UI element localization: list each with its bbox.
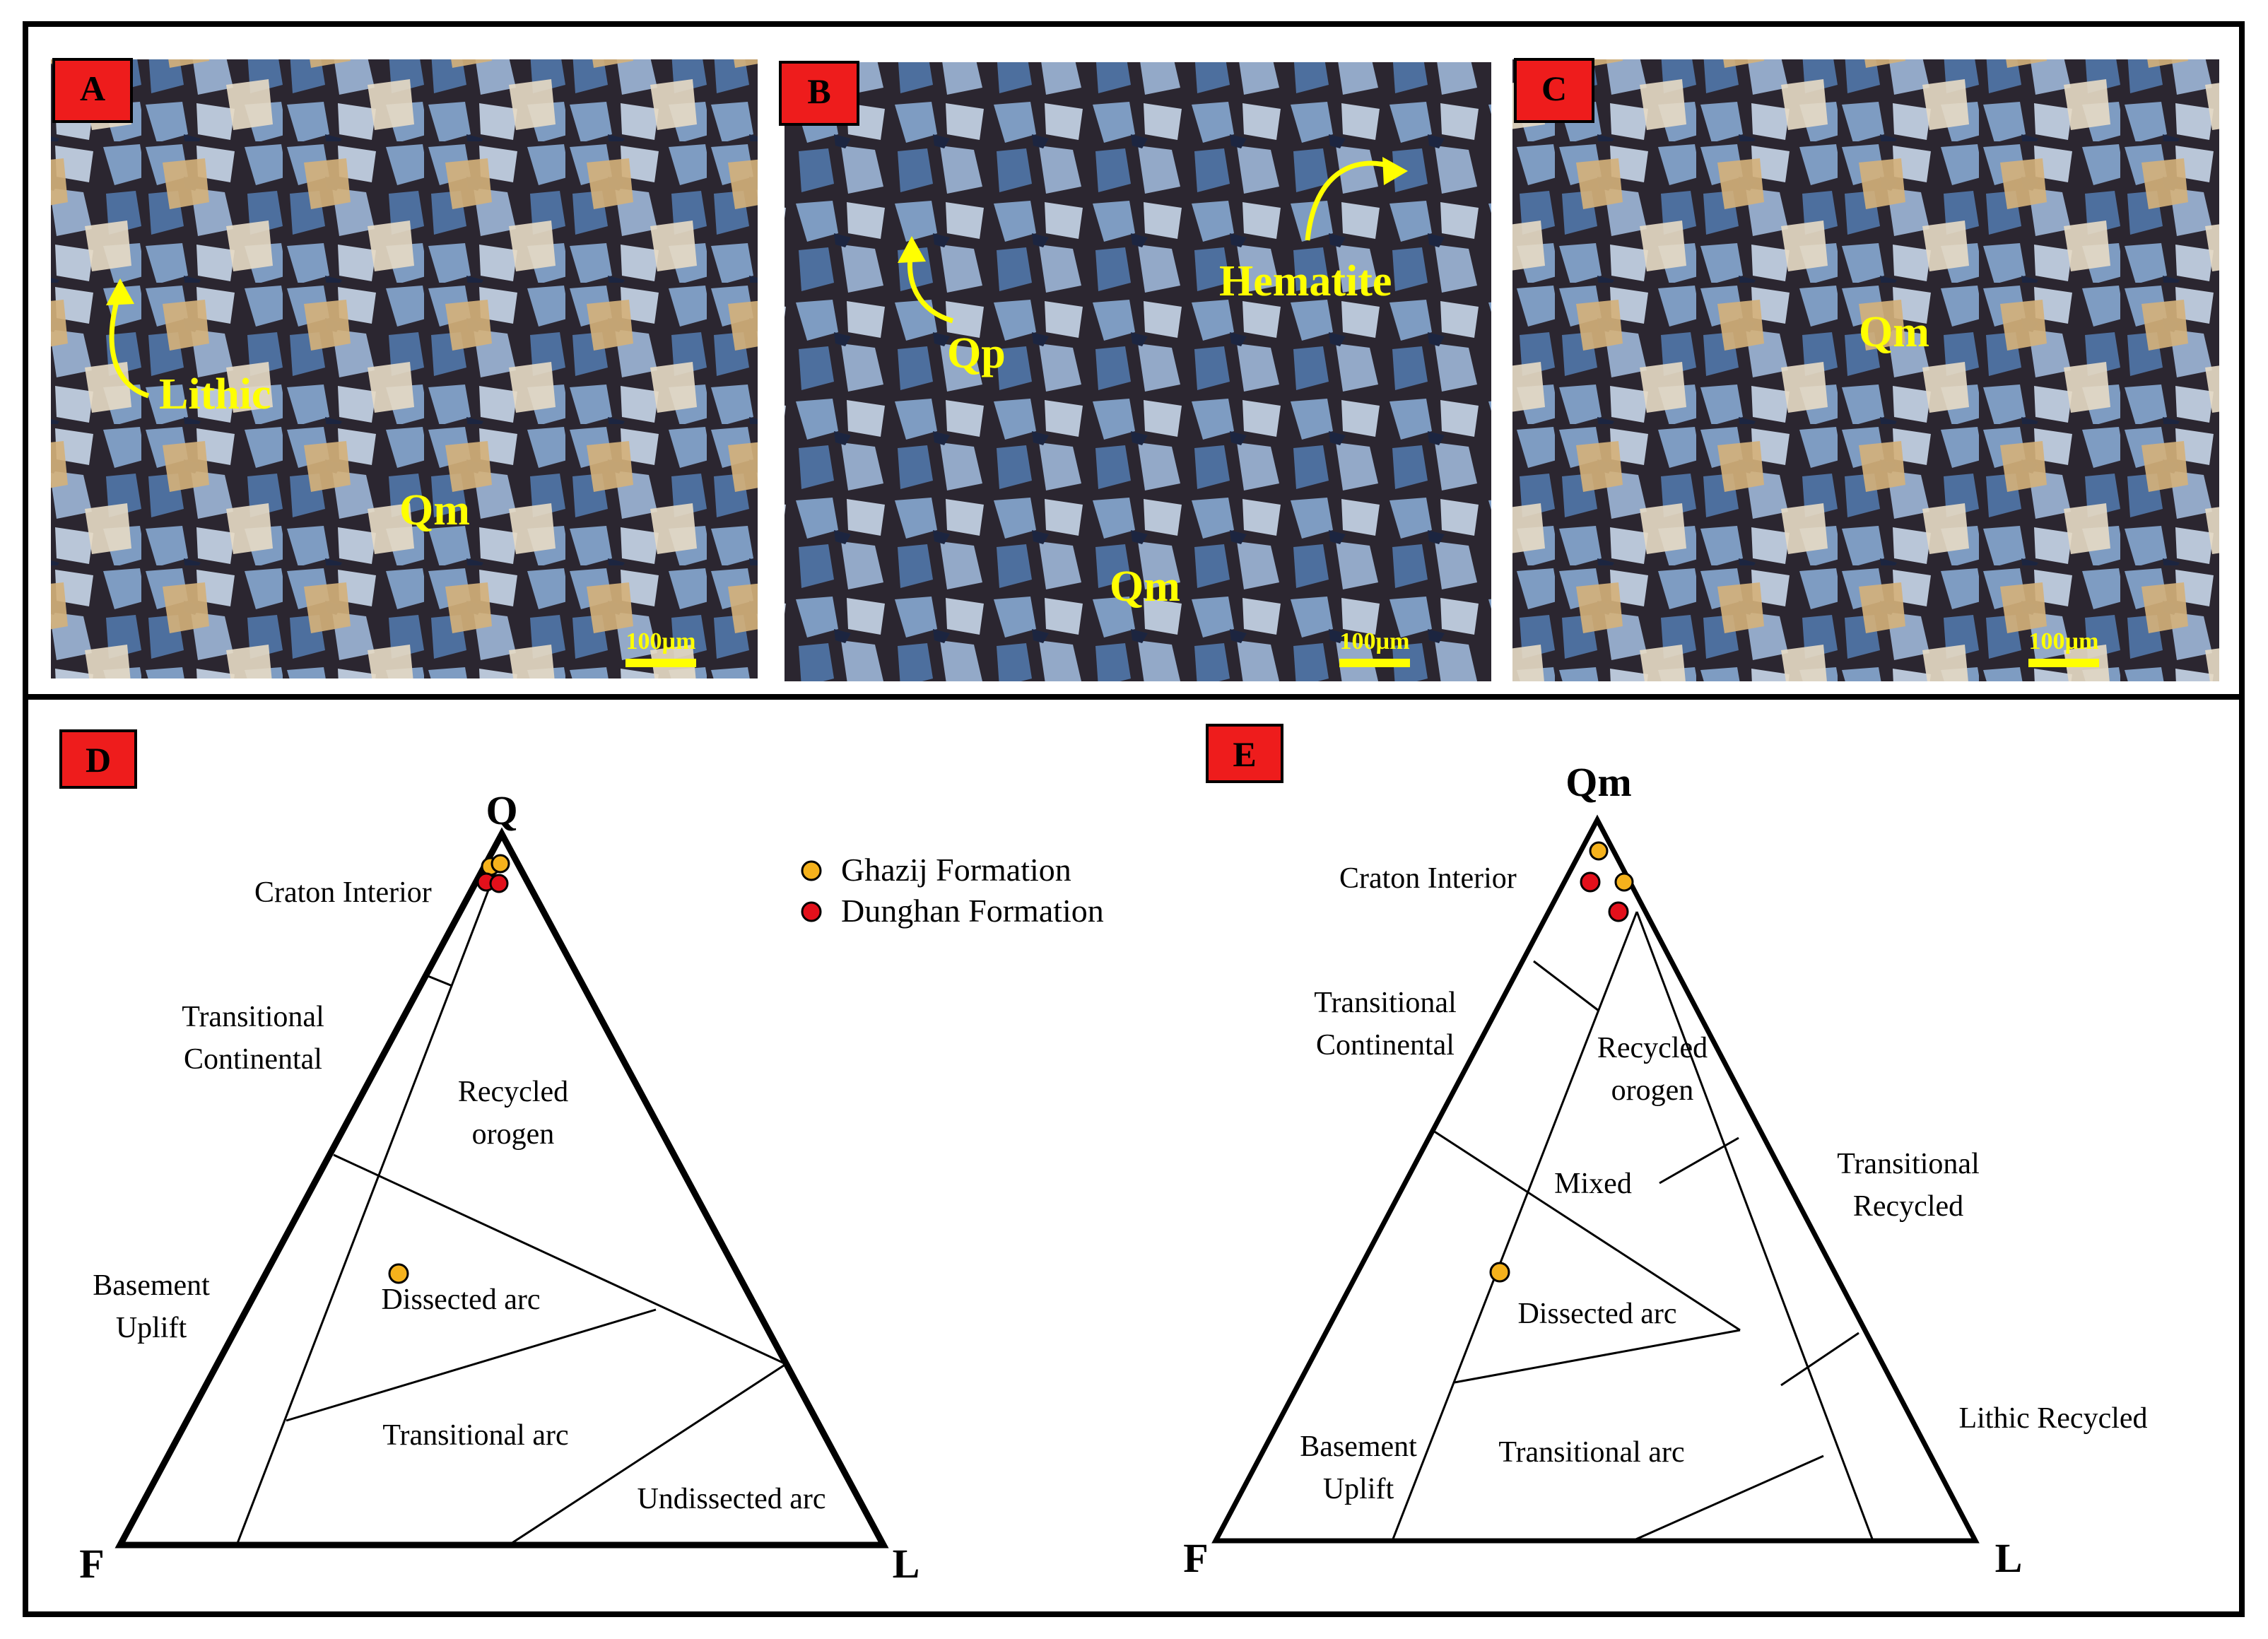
scale-bar-b [1339, 659, 1410, 667]
sample-point [489, 874, 509, 893]
sample-point [1589, 841, 1609, 861]
label-qm-b: Qm [1110, 563, 1180, 611]
samples-qfl [388, 854, 510, 1284]
legend-swatch-dunghan [801, 901, 822, 922]
apex-l-e: L [1995, 1535, 2023, 1581]
tag-e-text: E [1233, 734, 1256, 774]
sample-point [388, 1263, 409, 1284]
scale-bar-a [625, 659, 696, 667]
photo-a: A Lithic Qm 100µm [51, 58, 758, 678]
label-qm-a: Qm [399, 486, 470, 534]
label-dissected-d: Dissected arc [381, 1283, 540, 1316]
arrow-qp-head [898, 236, 926, 263]
label-transrec-e-2: Recycled [1853, 1190, 1963, 1223]
tag-e [1206, 724, 1283, 783]
label-undissected-d: Undissected arc [637, 1483, 825, 1515]
tag-c-text: C [1541, 69, 1567, 108]
label-transcont-d-2: Continental [184, 1043, 322, 1076]
label-transarc-e: Transitional arc [1498, 1436, 1684, 1469]
tag-b [779, 61, 859, 126]
apex-q: Q [486, 787, 517, 833]
scale-bar-c [2028, 659, 2099, 667]
label-lithic-recycled-e: Lithic Recycled [1958, 1402, 2147, 1435]
label-mixed-e: Mixed [1554, 1168, 1632, 1200]
sample-point [1608, 901, 1629, 922]
apex-f-e: F [1183, 1535, 1208, 1581]
label-qm-c: Qm [1859, 308, 1929, 356]
scale-text-c: 100µm [2029, 628, 2099, 654]
triangle-qfl [114, 827, 889, 1549]
label-basement-e-1: Basement [1300, 1431, 1417, 1463]
label-transarc-d: Transitional arc [382, 1419, 568, 1452]
ternary-qfl: D Q F L Craton Interior Transitional Con… [59, 729, 920, 1587]
tag-d-text: D [86, 740, 111, 780]
field-boundaries-qmflt [1391, 911, 1874, 1542]
legend-ghazij: Ghazij Formation [841, 852, 1071, 888]
photo-c: C Qm 100µm [1512, 58, 2219, 681]
legend-swatch-ghazij [801, 860, 822, 881]
label-craton-e: Craton Interior [1339, 862, 1517, 895]
legend-dunghan: Dunghan Formation [841, 893, 1104, 929]
ternary-qmflt: E Qm F L Craton Interior Transitional Co… [1183, 724, 2148, 1581]
legend: Ghazij Formation Dunghan Formation [801, 852, 1104, 929]
tag-a [52, 58, 133, 123]
scale-text-b: 100µm [1340, 628, 1410, 654]
label-recycled-d-2: orogen [472, 1118, 555, 1151]
apex-l-d: L [893, 1541, 920, 1587]
label-transcont-e-2: Continental [1316, 1029, 1455, 1062]
label-basement-e-2: Uplift [1323, 1473, 1394, 1505]
label-qp: Qp [947, 329, 1006, 377]
tag-a-text: A [80, 69, 105, 108]
samples-qmflt [1489, 841, 1634, 1283]
arrow-hematite-head [1382, 157, 1408, 185]
tag-b-text: B [807, 71, 830, 111]
arrow-lithic-head [106, 278, 134, 305]
triangle-qmflt [1211, 814, 1980, 1544]
label-recycled-e-2: orogen [1611, 1074, 1694, 1107]
label-craton-d: Craton Interior [254, 876, 432, 909]
label-transrec-e-1: Transitional [1837, 1148, 1979, 1180]
diagram-frame [23, 694, 2245, 1617]
label-basement-d-1: Basement [93, 1269, 210, 1302]
arrow-hematite [1305, 160, 1394, 241]
label-recycled-e-1: Recycled [1597, 1032, 1708, 1064]
apex-f-d: F [79, 1541, 104, 1587]
label-transcont-e-1: Transitional [1314, 987, 1456, 1019]
sample-point [490, 854, 510, 874]
label-basement-d-2: Uplift [116, 1312, 187, 1344]
label-transcont-d-1: Transitional [182, 1001, 324, 1033]
photo-b: B Qp Hematite Qm 100µm [779, 61, 1491, 681]
arrow-lithic [109, 288, 150, 399]
tag-c [1514, 58, 1594, 123]
scale-text-a: 100µm [626, 628, 696, 654]
tag-d [59, 729, 137, 789]
sample-point [1614, 872, 1634, 892]
apex-qm: Qm [1565, 759, 1631, 805]
label-hematite: Hematite [1219, 257, 1392, 305]
label-recycled-d-1: Recycled [458, 1076, 568, 1108]
field-boundaries-qfl [235, 854, 787, 1546]
label-lithic: Lithic [159, 370, 271, 418]
sample-point [1580, 871, 1601, 893]
label-dissected-e: Dissected arc [1517, 1298, 1676, 1330]
sample-point [1489, 1262, 1510, 1283]
